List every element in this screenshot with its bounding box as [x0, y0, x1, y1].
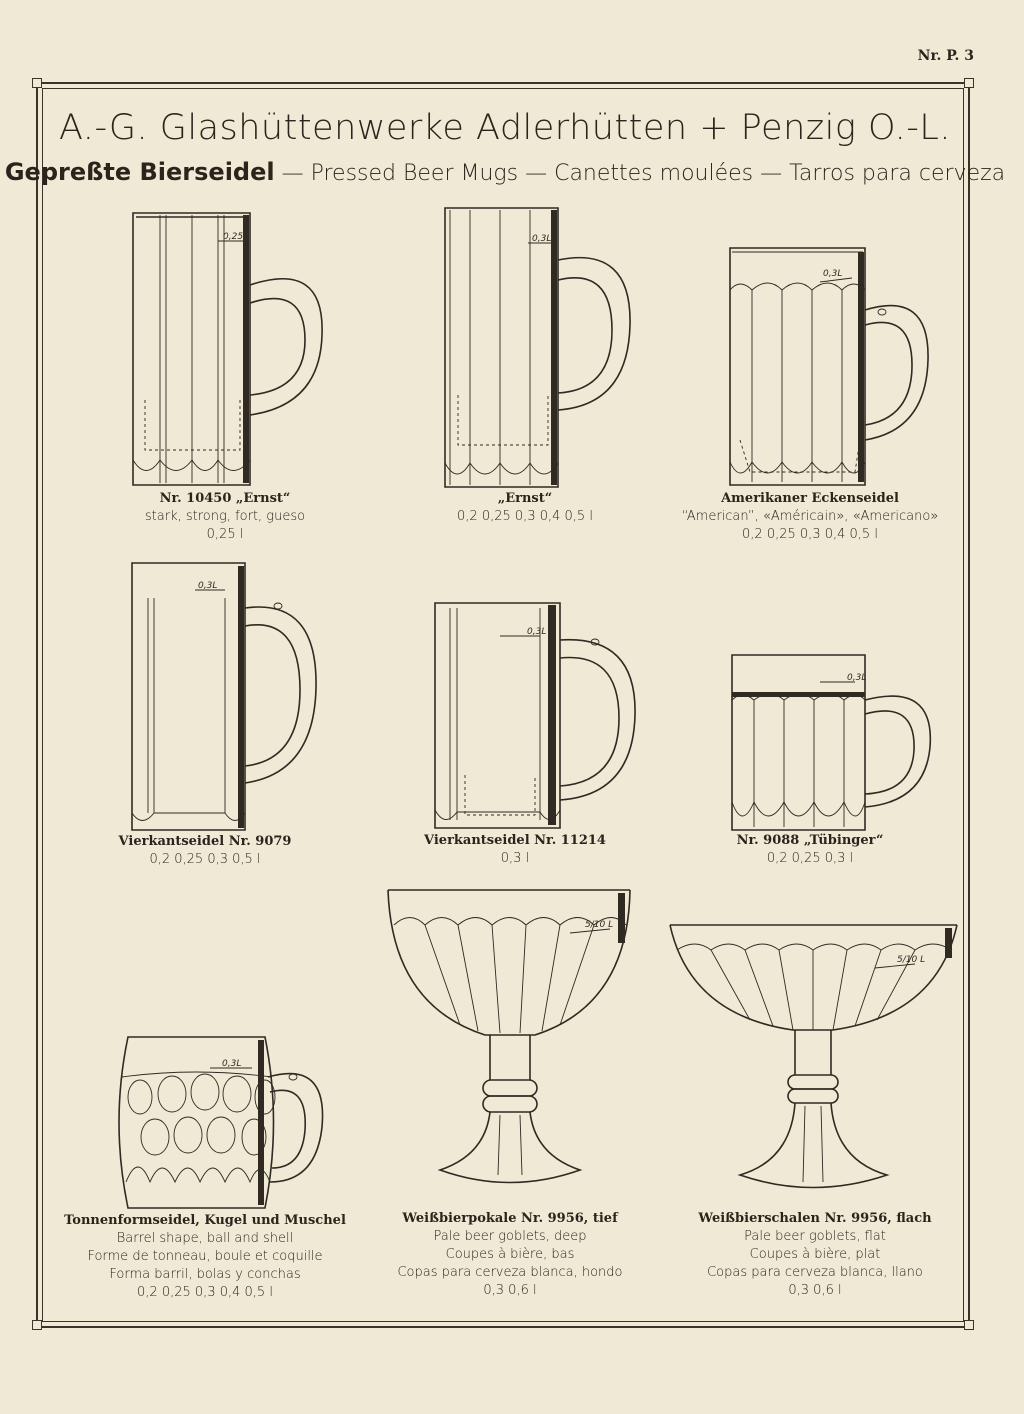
frame-corner-top-left	[32, 78, 42, 88]
ball-pattern	[125, 1073, 276, 1184]
item-sizes: 0,3 0,6 l	[788, 1283, 842, 1298]
item-line-spanish: Copas para cerveza blanca, hondo	[397, 1265, 623, 1280]
product-tonnenformseidel: 0,3L Tonnenformseidel, Kugel und Muschel…	[60, 1032, 350, 1302]
volume-mark: 5/10 L	[897, 955, 925, 965]
volume-mark: 0,3L	[527, 627, 546, 637]
square-mug-9079-drawing: 0,3L	[131, 562, 317, 831]
item-name: Amerikaner Eckenseidel	[721, 491, 899, 506]
item-translations: “American”, «Américain», «Americano»	[681, 509, 939, 524]
item-sizes: 0,25 l	[206, 527, 244, 542]
volume-mark: 0,3L	[823, 269, 842, 279]
ernst-mug-drawing: 0,3L	[444, 207, 631, 488]
product-vierkantseidel-11214: 0,3L Vierkantseidel Nr. 11214 0,3 l	[385, 600, 645, 868]
frame-corner-bottom-right	[964, 1320, 974, 1330]
product-weissbierpokale-9956: 5/10 L Weißbierpokale Nr. 9956, tief Pal…	[380, 885, 640, 1300]
item-line-english: Pale beer goblets, flat	[744, 1229, 886, 1244]
volume-mark: 5/10 L	[585, 920, 613, 930]
inner-border-frame	[42, 88, 964, 1322]
item-sizes: 0,3 l	[500, 851, 530, 866]
volume-mark: 0,3L	[222, 1059, 241, 1069]
product-vierkantseidel-9079: 0,3L Vierkantseidel Nr. 9079 0,2 0,25 0,…	[80, 558, 330, 869]
item-line-spanish: Forma barril, bolas y conchas	[109, 1267, 301, 1282]
company-title: A.-G. Glashüttenwerke Adlerhütten + Penz…	[58, 108, 951, 148]
item-name: Weißbierschalen Nr. 9956, flach	[698, 1211, 932, 1226]
subtitle-german: Gepreßte Bierseidel	[4, 158, 275, 186]
deep-goblet-drawing: 5/10 L	[387, 889, 631, 1184]
item-line-english: Pale beer goblets, deep	[433, 1229, 587, 1244]
volume-mark: 0,3L	[198, 581, 217, 591]
volume-mark: 0,25L	[223, 232, 248, 242]
catalog-subtitle: Gepreßte Bierseidel — Pressed Beer Mugs …	[0, 158, 1010, 186]
american-corner-mug-drawing: 0,3L	[729, 247, 929, 486]
item-sizes: 0,2 0,25 0,3 0,4 0,5 l	[137, 1285, 273, 1300]
barrel-mug-drawing: 0,3L	[118, 1036, 324, 1209]
square-mug-11214-drawing: 0,3L	[434, 602, 636, 829]
item-name: Weißbierpokale Nr. 9956, tief	[402, 1211, 618, 1226]
item-sizes: 0,3 0,6 l	[483, 1283, 537, 1298]
item-line-french: Coupes à bière, plat	[749, 1247, 881, 1262]
product-ernst: 0,3L „Ernst“ 0,2 0,25 0,3 0,4 0,5 l	[400, 205, 650, 526]
product-amerikaner-eckenseidel: 0,3L Amerikaner Eckenseidel “American”, …	[680, 240, 940, 544]
volume-mark: 0,3L	[847, 673, 866, 683]
item-name: Vierkantseidel Nr. 9079	[118, 834, 292, 849]
item-name: Nr. 9088 „Tübinger“	[736, 833, 884, 848]
product-ernst-10450: 0,25L Nr. 10450 „Ernst“ stark, strong, f…	[100, 205, 350, 544]
subtitle-translations: — Pressed Beer Mugs — Canettes moulées —…	[274, 161, 1006, 186]
item-line-spanish: Copas para cerveza blanca, llano	[707, 1265, 923, 1280]
item-sizes: 0,2 0,25 0,3 0,4 0,5 l	[457, 509, 593, 524]
page-number: Nr. P. 3	[917, 48, 974, 64]
item-line-french: Forme de tonneau, boule et coquille	[87, 1249, 323, 1264]
item-name: Vierkantseidel Nr. 11214	[424, 833, 606, 848]
item-name: Nr. 10450 „Ernst“	[159, 491, 291, 506]
item-detail: stark, strong, fort, gueso	[144, 509, 306, 524]
item-sizes: 0,2 0,25 0,3 0,4 0,5 l	[742, 527, 878, 542]
product-weissbierschalen-9956: 5/10 L Weißbierschalen Nr. 9956, flach P…	[665, 920, 965, 1300]
item-name: „Ernst“	[497, 491, 553, 506]
item-line-english: Barrel shape, ball and shell	[116, 1231, 294, 1246]
item-line-french: Coupes à bière, bas	[445, 1247, 575, 1262]
item-sizes: 0,2 0,25 0,3 l	[766, 851, 854, 866]
frame-corner-top-right	[964, 78, 974, 88]
product-tuebinger-9088: 0,3L Nr. 9088 „Tübinger“ 0,2 0,25 0,3 l	[680, 652, 940, 868]
outer-border-frame	[36, 82, 970, 1328]
item-name: Tonnenformseidel, Kugel und Muschel	[64, 1213, 346, 1228]
volume-mark: 0,3L	[532, 234, 551, 244]
ernst-strong-mug-drawing: 0,25L	[132, 212, 323, 486]
tuebinger-mug-drawing: 0,3L	[731, 654, 932, 831]
flat-bowl-drawing: 5/10 L	[669, 924, 958, 1189]
frame-corner-bottom-left	[32, 1320, 42, 1330]
item-sizes: 0,2 0,25 0,3 0,5 l	[149, 852, 261, 867]
